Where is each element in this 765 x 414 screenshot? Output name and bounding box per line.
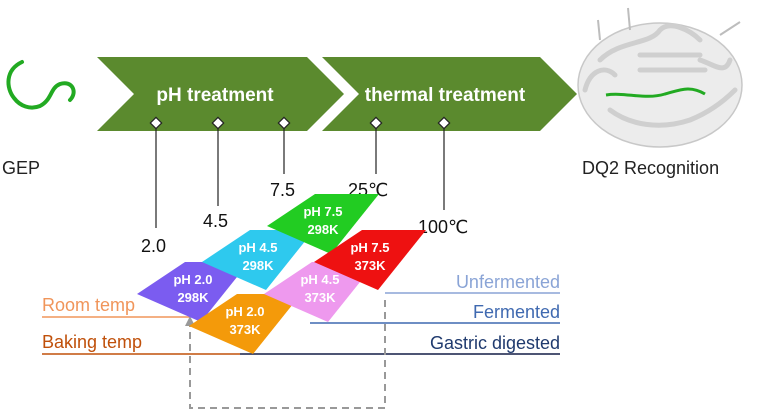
grid-cell-ph-label: pH 2.0 — [173, 272, 212, 287]
grid-cell-ph45-298: pH 4.5 298K — [202, 230, 314, 290]
ph-75-label: 7.5 — [270, 180, 295, 200]
temp-100-label: 100℃ — [418, 217, 468, 237]
grid-cell-ph75-298: pH 7.5 298K — [267, 194, 379, 254]
ph-treatment-arrow — [97, 57, 344, 131]
grid-cell-shape — [314, 230, 426, 290]
diamond-marker-icon — [211, 116, 225, 130]
grid-cell-shape — [202, 230, 314, 290]
grid-cell-temp-label: 298K — [242, 258, 274, 273]
grid-cell-ph-label: pH 4.5 — [238, 240, 277, 255]
ph-20-label: 2.0 — [141, 236, 166, 256]
treatment-grid: pH 2.0 298K pH 4.5 298K pH 7.5 298K pH 2.0 373K… — [137, 194, 426, 354]
ph-treatment-label: pH treatment — [156, 85, 274, 106]
diamond-marker-icon — [437, 116, 451, 130]
gep-peptide-icon — [6, 60, 76, 110]
connector-lines — [155, 128, 445, 228]
room-temp-label: Room temp — [42, 295, 135, 315]
grid-cell-ph-label: pH 7.5 — [303, 204, 342, 219]
dq2-protein-icon — [577, 7, 743, 148]
grid-cell-ph45-373: pH 4.5 373K — [264, 262, 376, 322]
grid-cell-temp-label: 373K — [304, 290, 336, 305]
grid-cell-temp-label: 373K — [354, 258, 386, 273]
diamond-marker-icon — [369, 116, 383, 130]
thermal-treatment-arrow — [322, 57, 577, 131]
diamond-marker-icon — [149, 116, 163, 130]
grid-cell-temp-label: 298K — [177, 290, 209, 305]
ph-45-label: 4.5 — [203, 211, 228, 231]
grid-cell-ph-label: pH 7.5 — [350, 240, 389, 255]
dashed-bracket — [189, 295, 386, 409]
grid-cell-shape — [264, 262, 376, 322]
baking-temp-label: Baking temp — [42, 332, 142, 352]
grid-cell-temp-label: 373K — [229, 322, 261, 337]
grid-cell-shape — [137, 262, 249, 322]
gep-label: GEP — [2, 158, 40, 178]
grid-cell-ph20-373: pH 2.0 373K — [189, 294, 301, 354]
connector-diamonds — [149, 116, 451, 130]
grid-cell-shape — [267, 194, 379, 254]
bracket-arrowhead-icon — [185, 316, 195, 326]
gastric-label: Gastric digested — [430, 333, 560, 353]
grid-cell-ph-label: pH 4.5 — [300, 272, 339, 287]
grid-cell-ph20-298: pH 2.0 298K — [137, 262, 249, 322]
grid-cell-temp-label: 298K — [307, 222, 339, 237]
grid-cell-ph75-373: pH 7.5 373K — [314, 230, 426, 290]
fermented-label: Fermented — [473, 302, 560, 322]
grid-cell-ph-label: pH 2.0 — [225, 304, 264, 319]
dq2-label: DQ2 Recognition — [582, 158, 719, 178]
thermal-treatment-label: thermal treatment — [365, 85, 526, 106]
unfermented-label: Unfermented — [456, 272, 560, 292]
grid-cell-shape — [189, 294, 301, 354]
diamond-marker-icon — [277, 116, 291, 130]
